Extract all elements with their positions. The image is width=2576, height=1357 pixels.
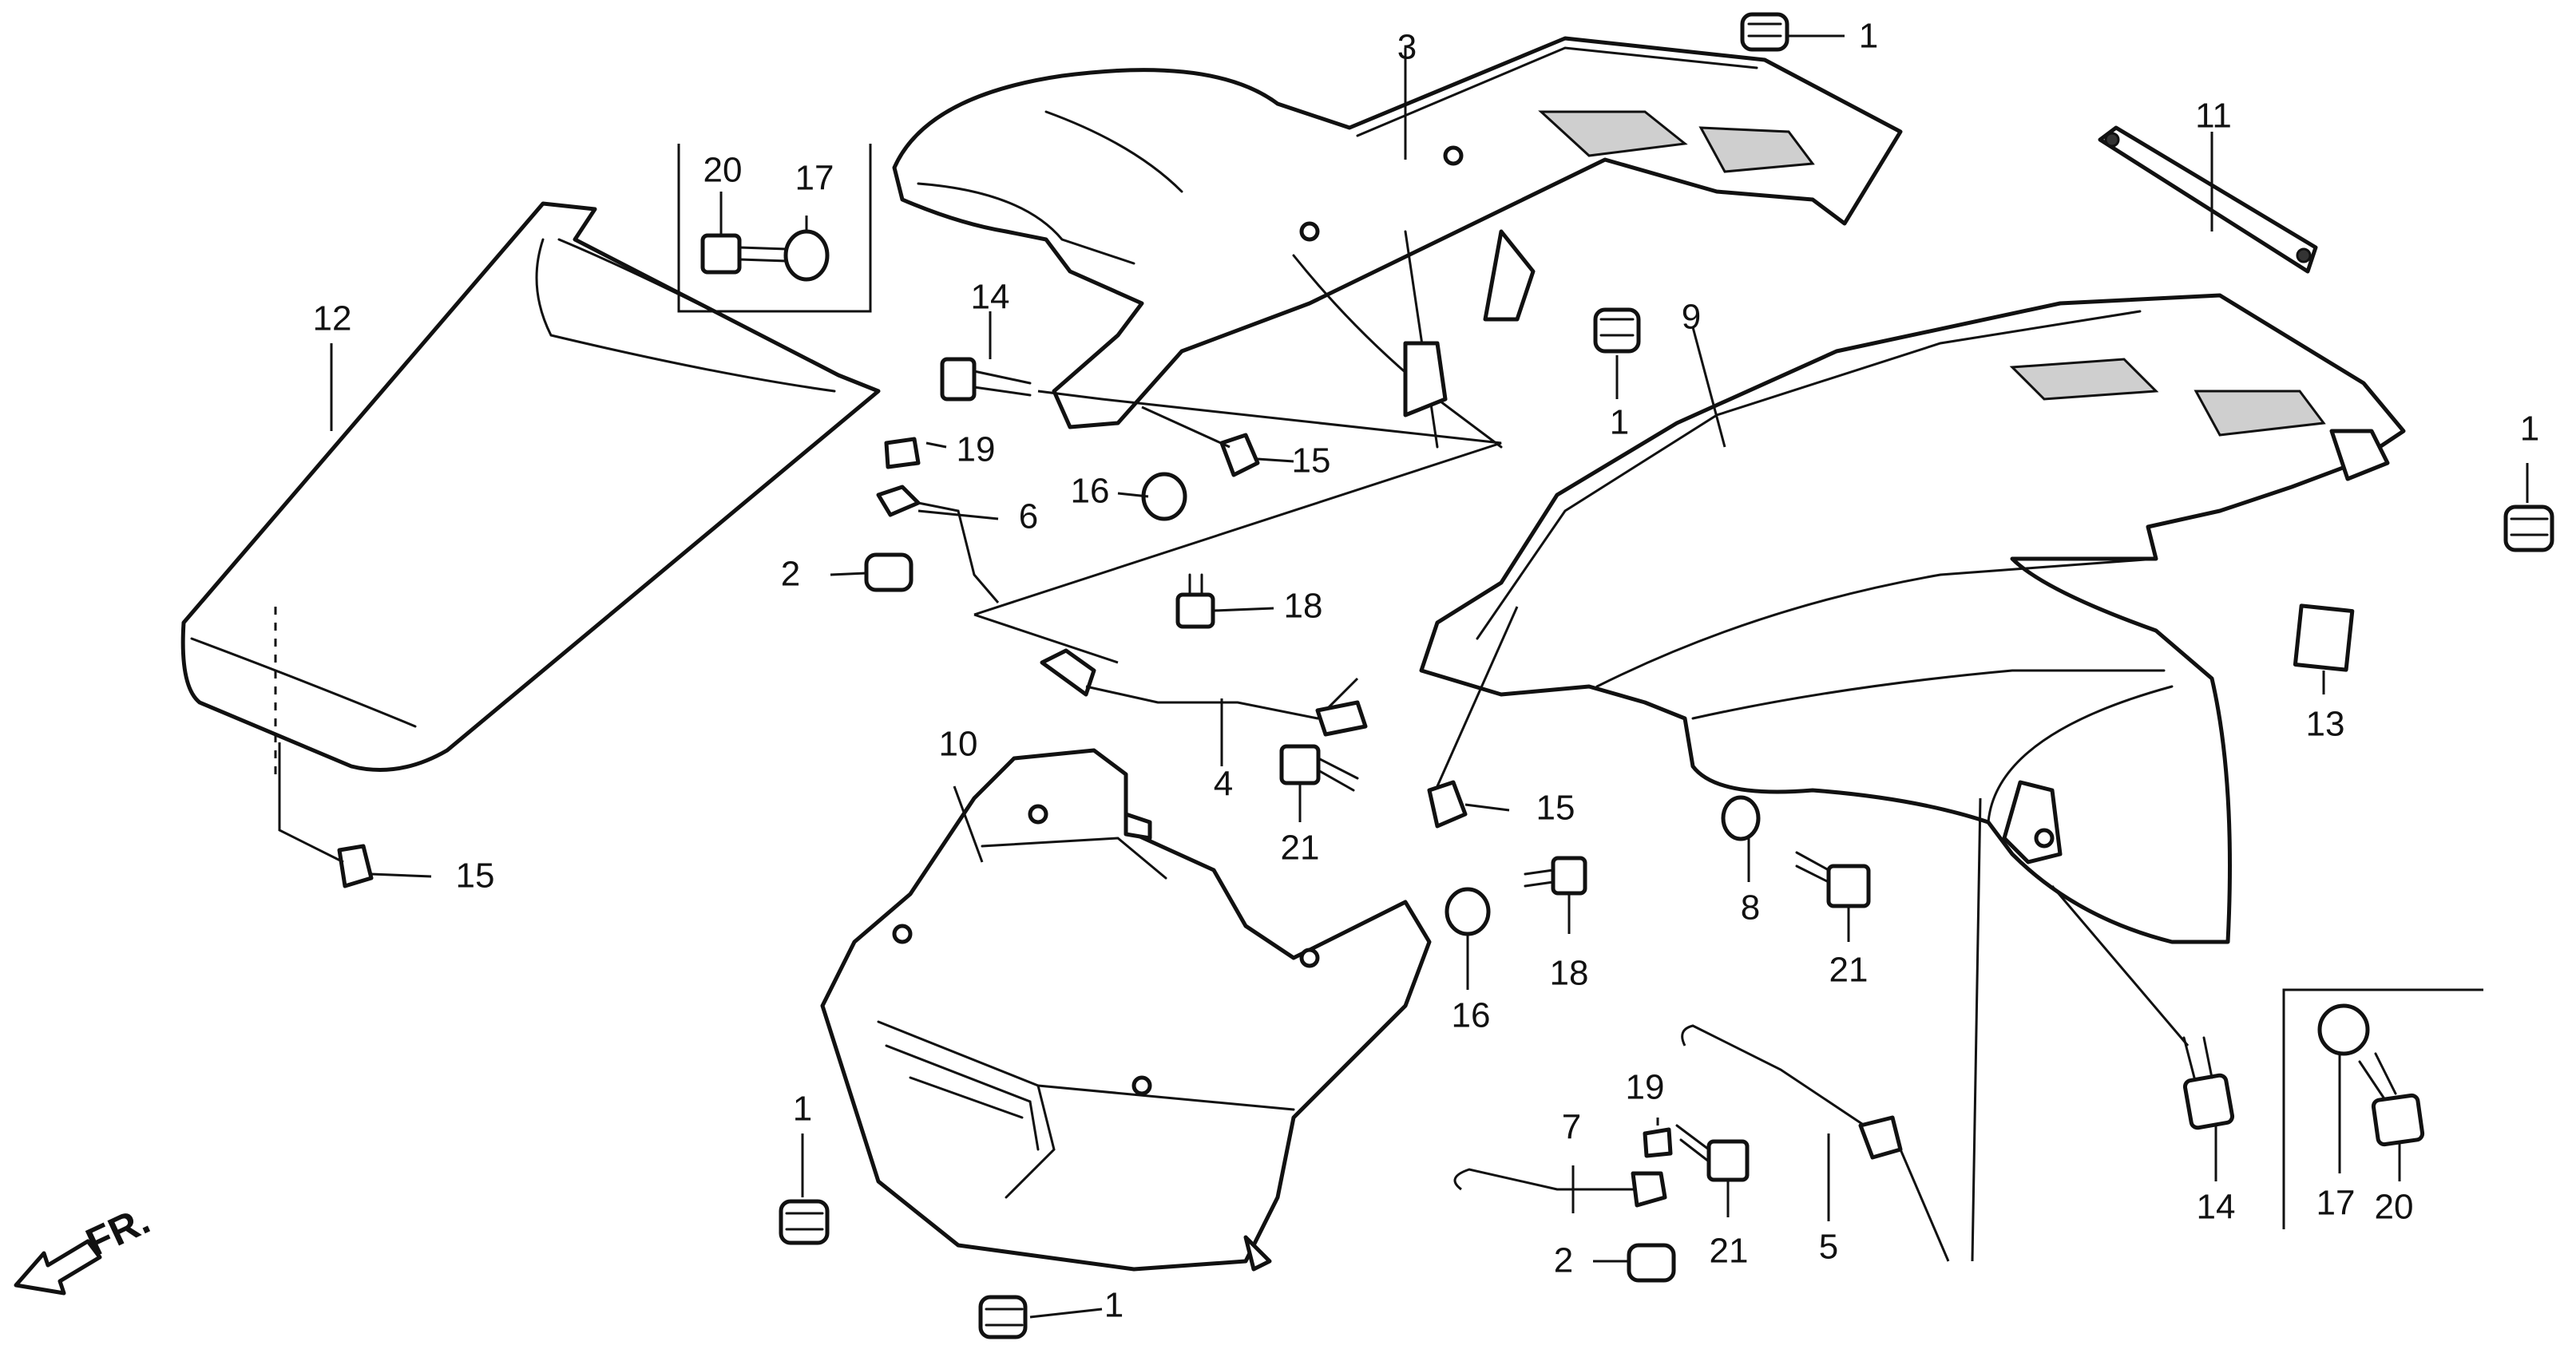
callout-4: 4 xyxy=(1214,765,1233,804)
grommets xyxy=(779,12,2554,1339)
callout-1e: 1 xyxy=(1104,1286,1124,1325)
part-5-stay xyxy=(1681,1024,1903,1160)
collar-17a xyxy=(783,229,830,282)
callout-15b: 15 xyxy=(1536,789,1575,828)
callout-6: 6 xyxy=(1019,497,1038,536)
clip-15b xyxy=(1427,780,1468,829)
callout-1a: 1 xyxy=(1859,17,1878,56)
inset-box-right xyxy=(2282,988,2483,1229)
callout-20b: 20 xyxy=(2375,1188,2414,1227)
grommet-2b xyxy=(1627,1243,1676,1283)
grommet-1a xyxy=(1740,12,1789,52)
callout-16b: 16 xyxy=(1452,996,1491,1035)
bolt-20a xyxy=(700,233,788,275)
callout-9: 9 xyxy=(1682,298,1701,337)
nut-19a xyxy=(884,437,921,469)
callout-20a: 20 xyxy=(703,151,743,190)
grommet-1d xyxy=(779,1199,830,1245)
collar-8 xyxy=(1721,795,1761,841)
nut-19b xyxy=(1643,1127,1673,1158)
callout-15a: 15 xyxy=(1292,441,1331,481)
grommet-1b xyxy=(1593,307,1641,354)
callout-2a: 2 xyxy=(781,555,800,594)
callout-7: 7 xyxy=(1562,1108,1581,1147)
front-direction-indicator: FR. xyxy=(14,1197,157,1296)
callout-14b: 14 xyxy=(2197,1188,2236,1227)
callout-16a: 16 xyxy=(1071,472,1110,511)
part-10-inner-cover xyxy=(820,748,1432,1272)
inset-box-left xyxy=(677,144,872,313)
callout-labels: 1 1 1 1 1 2 2 3 4 5 6 7 8 9 10 11 12 13 … xyxy=(313,17,2540,1325)
front-arrow-icon xyxy=(14,1239,102,1296)
callout-12: 12 xyxy=(313,299,352,338)
clip-15c xyxy=(337,844,374,888)
clip-15a xyxy=(1219,433,1260,477)
callout-17a: 17 xyxy=(795,159,834,198)
callout-3: 3 xyxy=(1397,28,1417,67)
bolt-21b xyxy=(1795,851,1871,908)
collar-17b xyxy=(2317,1003,2370,1056)
grommet-16a xyxy=(1141,472,1187,521)
callout-1c: 1 xyxy=(2520,409,2539,449)
callout-8: 8 xyxy=(1741,888,1760,928)
fasteners xyxy=(337,229,2370,1158)
guide-lines xyxy=(278,390,2190,1262)
callout-leaders xyxy=(330,34,2529,1319)
part-12-fender-cover xyxy=(180,201,881,774)
callout-21c: 21 xyxy=(1710,1232,1749,1271)
bolt-21c xyxy=(1675,1124,1750,1182)
callout-21a: 21 xyxy=(1281,829,1320,868)
grommet-2a xyxy=(864,552,913,592)
part-7-stay xyxy=(1453,1168,1667,1208)
callout-14a: 14 xyxy=(971,278,1010,317)
bolt-21a xyxy=(1279,744,1359,792)
bolt-14a xyxy=(940,357,1032,402)
callout-1d: 1 xyxy=(793,1090,812,1129)
bolt-18b xyxy=(1524,856,1587,896)
callout-15c: 15 xyxy=(456,857,495,896)
grommet-1c xyxy=(2503,504,2554,552)
bolt-20b xyxy=(2358,1052,2425,1147)
callout-19b: 19 xyxy=(1626,1068,1665,1107)
part-13-label xyxy=(2293,603,2355,672)
bolts xyxy=(700,233,2425,1182)
grommet-1e xyxy=(978,1295,1028,1339)
callout-18a: 18 xyxy=(1284,587,1323,626)
callout-19a: 19 xyxy=(957,430,996,469)
part-6-stay xyxy=(876,485,1000,603)
callout-1b: 1 xyxy=(1610,403,1629,442)
part-4-stay xyxy=(1040,648,1368,737)
callout-13: 13 xyxy=(2306,705,2345,744)
callout-10: 10 xyxy=(939,725,978,764)
callout-2b: 2 xyxy=(1554,1241,1573,1280)
bolt-18a xyxy=(1175,573,1215,629)
part-11-bracket xyxy=(2098,125,2318,274)
callout-17b: 17 xyxy=(2316,1184,2356,1223)
callout-11: 11 xyxy=(2195,97,2232,136)
callout-21b: 21 xyxy=(1829,951,1869,990)
callout-5: 5 xyxy=(1819,1228,1838,1267)
grommet-16b xyxy=(1445,887,1491,936)
callout-18b: 18 xyxy=(1550,954,1589,993)
part-3-front-fender xyxy=(892,36,1903,449)
bolt-14b xyxy=(2182,1036,2235,1130)
part-9-rear-fender xyxy=(1419,293,2406,944)
